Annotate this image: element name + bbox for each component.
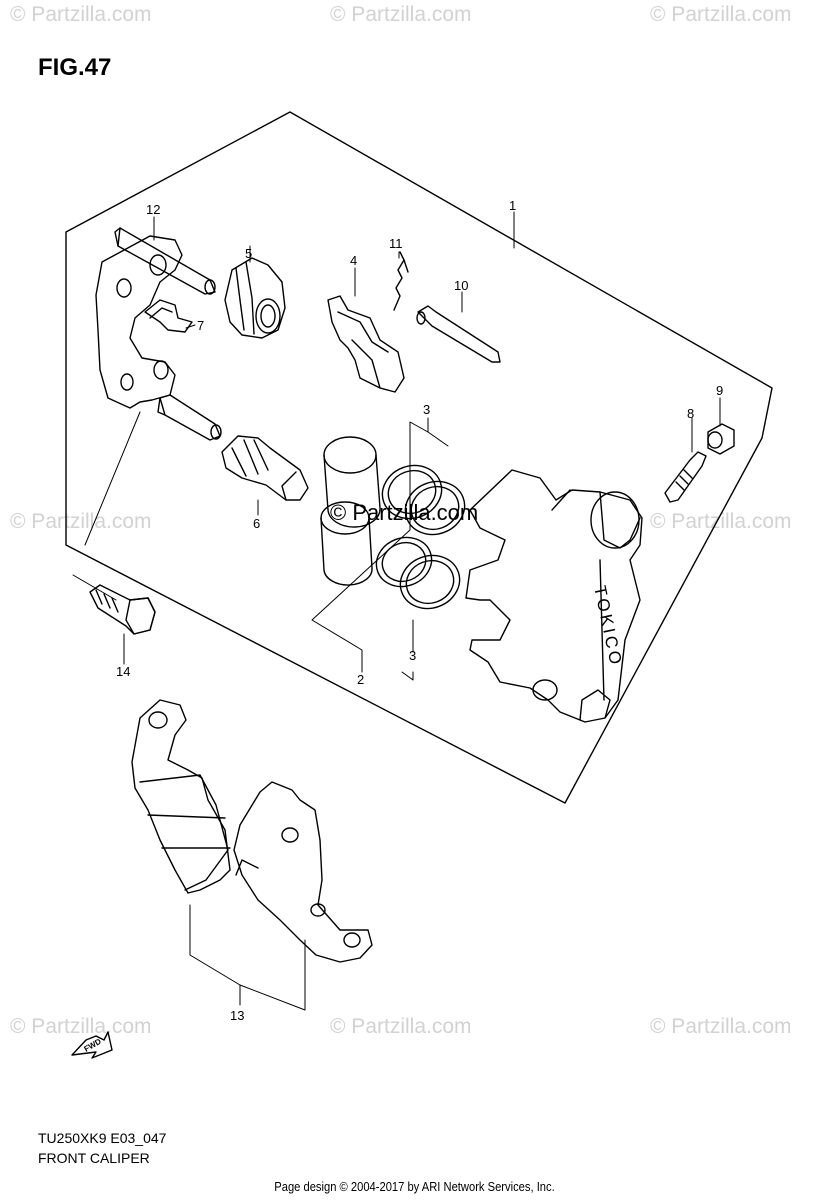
- callout-14: 14: [116, 664, 130, 679]
- watermark: © Partzilla.com: [10, 510, 152, 533]
- slide-pin-with-boot: [221, 435, 309, 501]
- pad-pin-clip: [393, 251, 409, 311]
- watermark-center: © Partzilla.com: [330, 500, 479, 525]
- watermark: © Partzilla.com: [10, 1015, 152, 1038]
- watermark: © Partzilla.com: [10, 3, 152, 26]
- slide-pin-upper: [114, 227, 216, 295]
- watermark: © Partzilla.com: [650, 510, 792, 533]
- callout-9: 9: [716, 383, 723, 398]
- piston-seal-lower: [375, 536, 461, 610]
- model-code: TU250XK9 E03_047: [38, 1130, 167, 1146]
- figure-caption: FRONT CALIPER: [38, 1150, 150, 1166]
- brake-pad-inner: [233, 781, 373, 963]
- callout-2: 2: [357, 672, 364, 687]
- caliper-piston-upper: [323, 436, 381, 528]
- callout-6: 6: [253, 516, 260, 531]
- callout-12: 12: [146, 202, 160, 217]
- callout-5: 5: [245, 246, 252, 261]
- callout-13: 13: [230, 1008, 244, 1023]
- leader-lines: [72, 211, 721, 1011]
- callout-7: 7: [197, 318, 204, 333]
- caliper-bracket: [95, 235, 183, 409]
- callout-8: 8: [687, 406, 694, 421]
- callout-11: 11: [389, 236, 403, 251]
- mounting-bolt: [89, 584, 156, 635]
- figure-title: FIG.47: [38, 54, 112, 81]
- callout-3: 3: [409, 648, 416, 663]
- pad-retainer: [327, 295, 405, 393]
- assembly-outline: [65, 111, 773, 804]
- piston-seal-upper: [381, 464, 466, 536]
- pad-spring-clip: [144, 299, 193, 333]
- slide-pin-boot: [224, 257, 286, 339]
- watermark: © Partzilla.com: [650, 1015, 792, 1038]
- callout-1: 1: [509, 198, 516, 213]
- forward-arrow-icon: FWD: [71, 1031, 113, 1059]
- callout-3: 3: [423, 402, 430, 417]
- watermark: © Partzilla.com: [330, 3, 472, 26]
- brake-pad-outer: [131, 699, 231, 894]
- caliper-body: [465, 469, 643, 723]
- callout-numbers: 1 2 3 3 4 5 6 7 8 9 10 11 12 13 14: [116, 198, 723, 1023]
- callout-10: 10: [454, 278, 468, 293]
- callout-4: 4: [350, 253, 357, 268]
- watermark: © Partzilla.com: [330, 1015, 472, 1038]
- caliper-brand-marking: TOKICO: [590, 584, 626, 669]
- bleeder-cap: [707, 423, 735, 455]
- pad-pin: [416, 305, 501, 363]
- page-footer: Page design © 2004-2017 by ARI Network S…: [274, 1179, 555, 1194]
- watermark: © Partzilla.com: [650, 3, 792, 26]
- bleeder-screw: [664, 451, 707, 503]
- slide-pin-lower: [157, 394, 222, 441]
